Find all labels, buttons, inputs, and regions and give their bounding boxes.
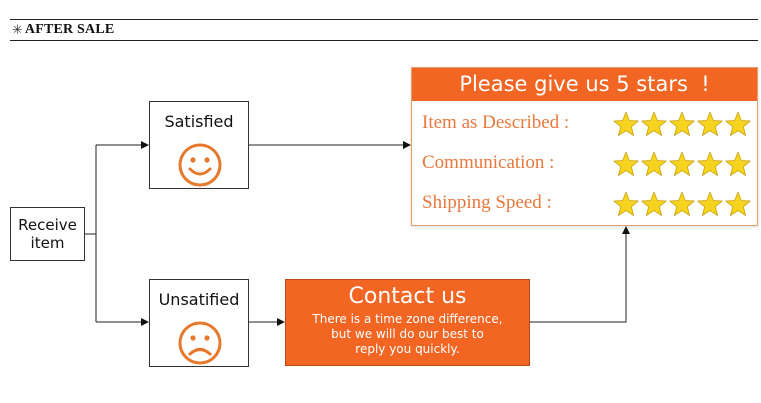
sad-face-icon (178, 321, 222, 365)
contact-body: There is a time zone difference, but we … (312, 312, 503, 356)
star-rating (613, 191, 751, 216)
star-icon (641, 191, 667, 216)
star-icon (669, 111, 695, 136)
rating-row-shipping-speed: Shipping Speed : (412, 188, 757, 220)
star-icon (641, 151, 667, 176)
star-icon (641, 111, 667, 136)
contact-us-node: Contact us There is a time zone differen… (285, 279, 530, 366)
star-icon (725, 151, 751, 176)
rating-label: Item as Described : (422, 112, 570, 133)
section-header: ✳ AFTER SALE (10, 19, 758, 41)
satisfied-node: Satisfied (149, 101, 249, 189)
star-icon (613, 151, 639, 176)
star-icon (613, 191, 639, 216)
star-icon (697, 191, 723, 216)
unsatisfied-label: Unsatified (158, 290, 240, 309)
rating-label: Communication : (422, 152, 555, 173)
contact-title: Contact us (348, 284, 467, 309)
star-icon (697, 151, 723, 176)
star-rating (613, 151, 751, 176)
smiley-face-icon (178, 143, 222, 187)
receive-item-node: Receive item (10, 207, 85, 261)
star-icon (669, 151, 695, 176)
star-icon (725, 111, 751, 136)
rating-title: Please give us 5 stars ! (412, 68, 757, 101)
star-icon (613, 111, 639, 136)
star-rating (613, 111, 751, 136)
section-title: AFTER SALE (24, 22, 115, 37)
satisfied-label: Satisfied (164, 112, 234, 131)
star-icon (725, 191, 751, 216)
receive-item-label: Receive item (18, 216, 77, 252)
rating-row-item-described: Item as Described : (412, 108, 757, 140)
rating-panel: Please give us 5 stars ! Item as Describ… (411, 67, 758, 226)
rating-label: Shipping Speed : (422, 192, 552, 213)
arrow-contact-to-rating (530, 226, 630, 323)
star-icon (697, 111, 723, 136)
rating-row-communication: Communication : (412, 148, 757, 180)
unsatisfied-node: Unsatified (149, 279, 249, 367)
star-icon (669, 191, 695, 216)
asterisk-icon: ✳ (12, 22, 23, 38)
